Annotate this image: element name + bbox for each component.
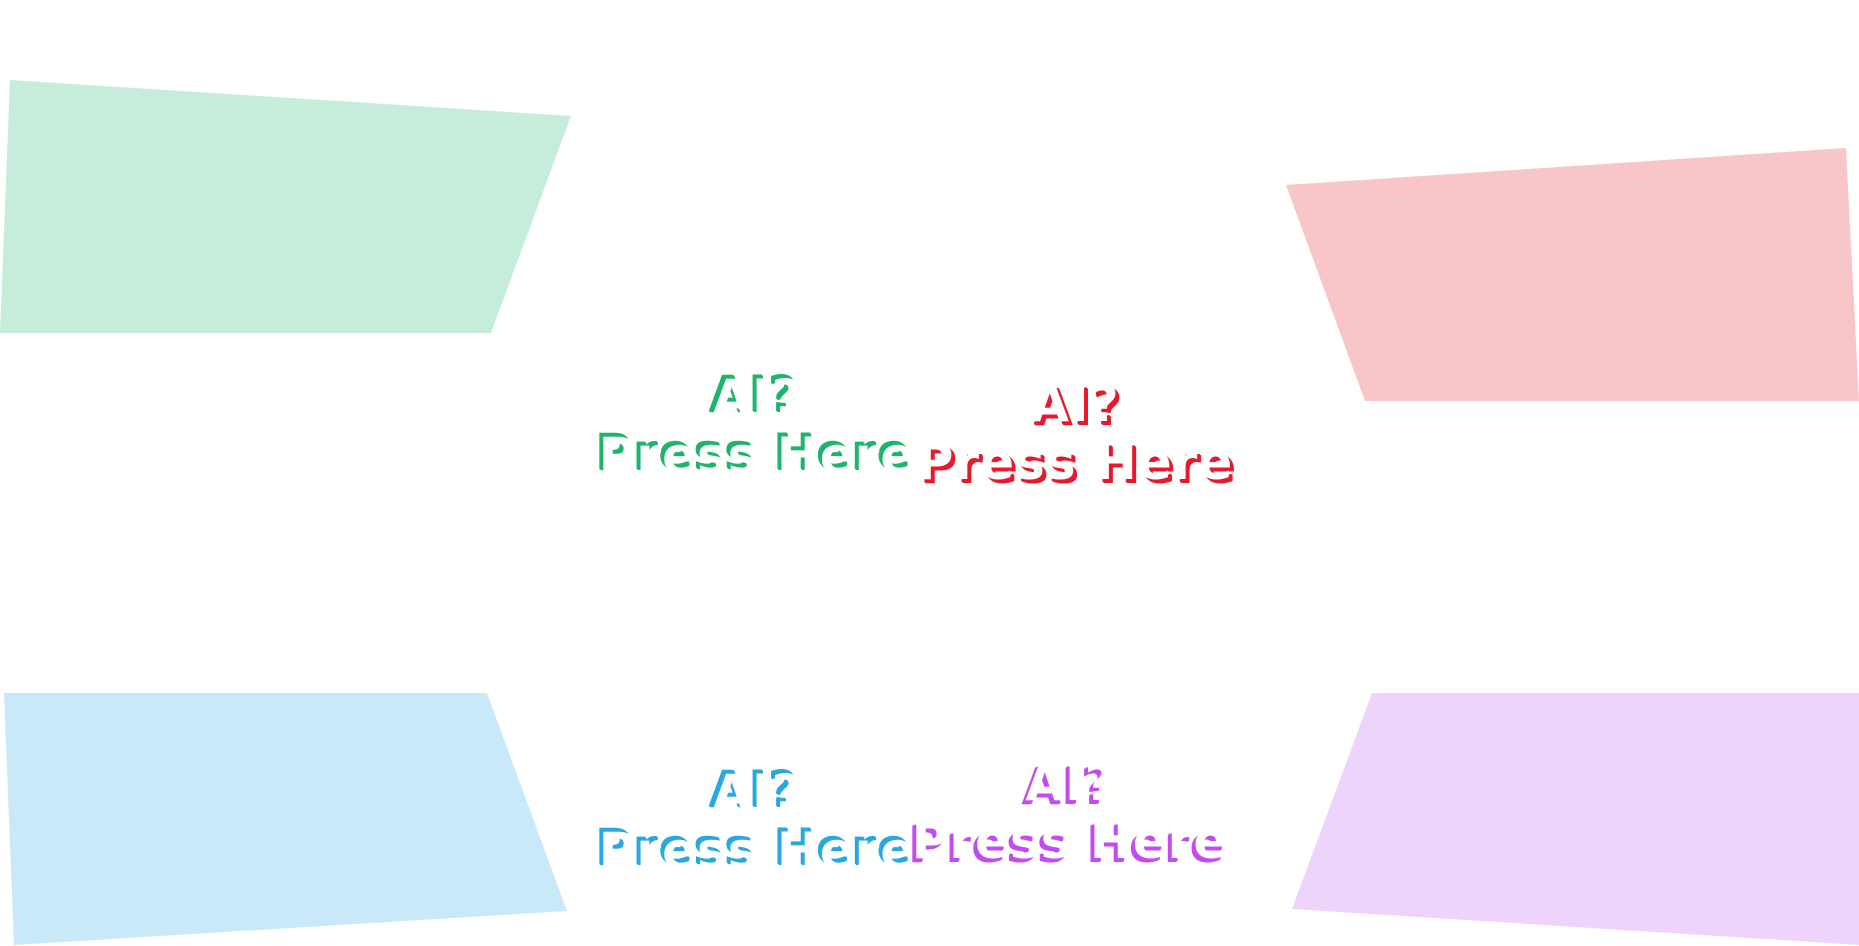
button-line-ai: AI? (712, 764, 802, 822)
ai-press-here-button-green[interactable]: AI? Press Here (599, 369, 914, 485)
panel-green (0, 80, 571, 333)
ai-press-here-button-blue[interactable]: AI? Press Here (599, 764, 914, 880)
button-line-ai: AI? (712, 369, 802, 427)
button-line-press-here: Press Here (911, 811, 1229, 870)
button-line-press-here: Press Here (916, 432, 1234, 491)
button-line-ai: AI? (1025, 754, 1115, 812)
ai-press-here-button-purple[interactable]: AI? Press Here (912, 754, 1227, 870)
panel-red (1286, 148, 1859, 401)
button-line-press-here: Press Here (598, 821, 916, 880)
button-line-press-here: Press Here (598, 426, 916, 485)
panel-blue (4, 693, 567, 945)
button-line-ai: AI? (1030, 375, 1120, 433)
ai-press-here-button-red[interactable]: AI? Press Here (917, 375, 1232, 491)
panel-purple (1292, 693, 1859, 945)
